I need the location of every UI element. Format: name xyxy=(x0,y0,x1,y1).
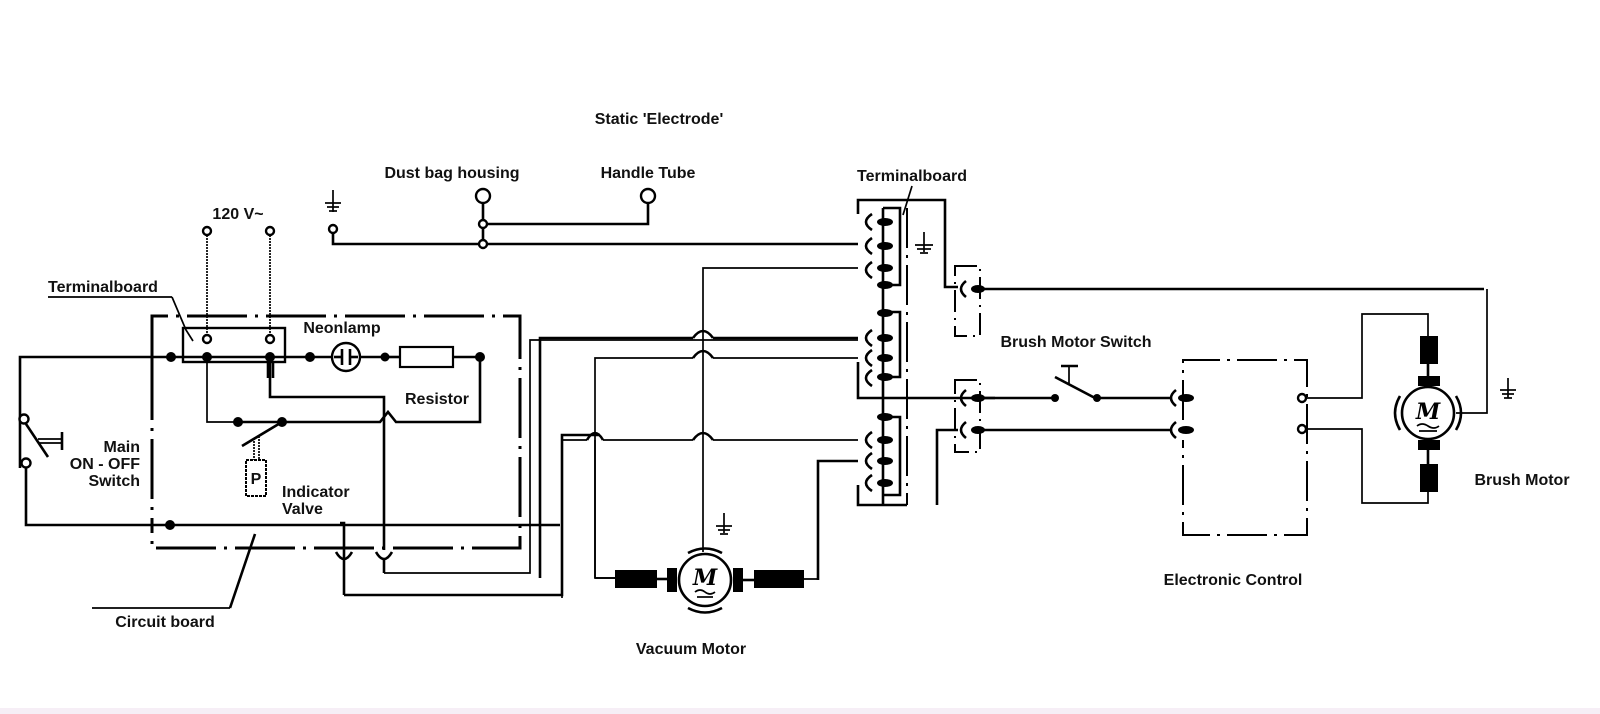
pressure-letter: P xyxy=(251,471,262,488)
label-main-switch-1: Main xyxy=(104,439,140,456)
label-handle-tube: Handle Tube xyxy=(601,165,696,182)
ground-icon xyxy=(325,190,341,212)
label-brush-motor: Brush Motor xyxy=(1474,472,1569,489)
field-winding-right xyxy=(754,570,804,588)
label-neonlamp: Neonlamp xyxy=(303,320,381,337)
label-circuit-board: Circuit board xyxy=(115,614,215,631)
label-vacuum-motor: Vacuum Motor xyxy=(636,641,746,658)
ground-terminal xyxy=(327,223,339,235)
ground-icon xyxy=(716,513,732,535)
dust-bag-terminal xyxy=(474,187,492,205)
label-indicator-valve-1: Indicator xyxy=(282,484,350,501)
label-voltage: 120 V~ xyxy=(212,206,263,223)
neon-lamp-icon xyxy=(310,341,390,373)
electronic-control-box xyxy=(1169,359,1308,536)
indicator-valve-switch: P xyxy=(206,362,287,497)
bottom-edge xyxy=(0,708,1600,714)
ground-icon xyxy=(915,232,933,254)
label-resistor: Resistor xyxy=(405,391,469,408)
middle-wiring xyxy=(538,267,858,598)
terminalboard-left-box xyxy=(181,326,287,364)
main-switch xyxy=(18,413,560,530)
circuit-board-outline xyxy=(150,314,522,550)
ground-icon xyxy=(1500,378,1516,399)
resistor-icon xyxy=(240,345,485,424)
label-brush-motor-switch: Brush Motor Switch xyxy=(1000,334,1151,351)
label-terminalboard-left: Terminalboard xyxy=(48,279,158,296)
handle-tube-terminal xyxy=(639,187,657,205)
vacuum-motor-letter: M xyxy=(692,565,718,591)
field-winding-left xyxy=(615,570,657,588)
label-terminalboard-right: Terminalboard xyxy=(857,168,967,185)
brush-motor-icon xyxy=(1400,385,1456,441)
mains-input xyxy=(201,225,276,337)
brush-motor-switch xyxy=(980,364,1170,432)
static-electrode-network xyxy=(325,187,858,250)
label-main-switch-2: ON - OFF xyxy=(70,456,140,473)
label-electronic-control: Electronic Control xyxy=(1164,572,1303,589)
circuit-board-connectors xyxy=(334,339,858,597)
label-static-electrode: Static 'Electrode' xyxy=(595,111,724,128)
vacuum-motor: M xyxy=(595,461,819,614)
neutral-path xyxy=(266,362,386,550)
pressure-icon xyxy=(245,459,267,497)
live-bus xyxy=(18,352,315,468)
vacuum-motor-icon xyxy=(677,552,733,608)
brush-motor: M xyxy=(1306,289,1516,504)
brush-motor-letter: M xyxy=(1415,399,1441,425)
terminal-sockets xyxy=(864,212,893,493)
label-dust-bag-housing: Dust bag housing xyxy=(384,165,519,182)
brush-connectors xyxy=(935,265,1484,505)
label-indicator-valve-2: Valve xyxy=(282,501,323,518)
terminalboard-right xyxy=(856,198,995,507)
label-main-switch-3: Switch xyxy=(88,473,140,490)
